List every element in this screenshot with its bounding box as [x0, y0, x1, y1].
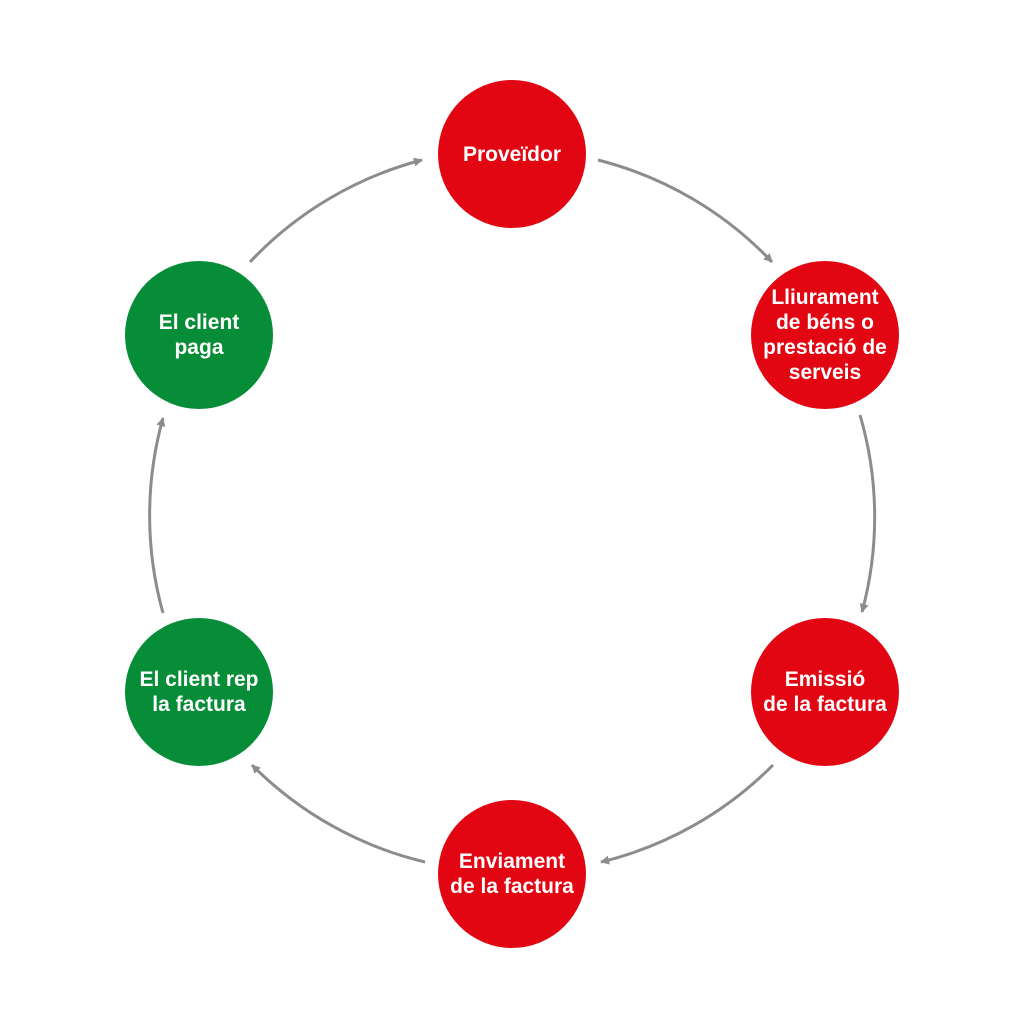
arrow-enviament-to-rep [250, 763, 426, 864]
node-enviament: Enviament de la factura [438, 800, 586, 948]
node-client-rep-label: El client rep la factura [139, 668, 259, 716]
node-client-paga: El client paga [125, 261, 273, 409]
arrow-rep-to-paga [148, 417, 166, 614]
arrow-lliurament-to-emissio [858, 414, 877, 613]
node-enviament-label: Enviament de la factura [450, 850, 574, 898]
node-emissio-label: Emissió de la factura [763, 668, 887, 716]
node-proveidor: Proveïdor [438, 80, 586, 228]
node-emissio: Emissió de la factura [751, 618, 899, 766]
node-lliurament: Lliurament de béns o prestació de servei… [751, 261, 899, 409]
arrow-paga-to-proveidor [248, 157, 423, 264]
arrow-emissio-to-enviament [600, 763, 775, 865]
node-client-paga-label: El client paga [158, 311, 240, 359]
node-proveidor-label: Proveïdor [462, 142, 562, 166]
node-client-rep: El client rep la factura [125, 618, 273, 766]
arrow-proveidor-to-lliurament [597, 158, 774, 264]
node-lliurament-label: Lliurament de béns o prestació de servei… [763, 286, 887, 384]
